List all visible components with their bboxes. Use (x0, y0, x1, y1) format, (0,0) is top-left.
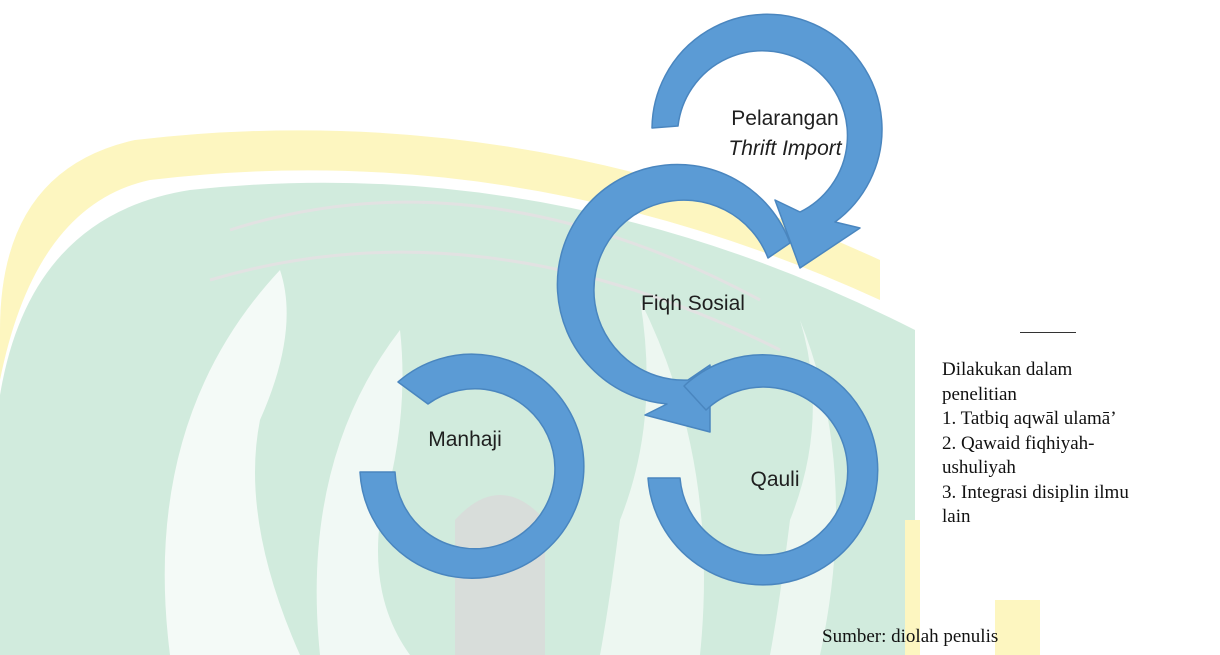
notes-block: Dilakukan dalam penelitian 1. Tatbiq aqw… (942, 358, 1212, 530)
notes-heading-line1: Dilakukan dalam (942, 358, 1212, 383)
notes-item-2-line2: ushuliyah (942, 456, 1212, 481)
node-top-line1: Pelarangan (690, 104, 880, 134)
source-caption: Sumber: diolah penulis (822, 626, 998, 648)
node-middle-label: Fiqh Sosial (618, 292, 768, 316)
node-left-label: Manhaji (410, 428, 520, 452)
notes-divider (1020, 332, 1076, 333)
node-right-label: Qauli (735, 468, 815, 492)
node-top-label: Pelarangan Thrift Import (690, 104, 880, 164)
notes-item-1: 1. Tatbiq aqwāl ulamā’ (942, 407, 1212, 432)
node-top-line2: Thrift Import (690, 134, 880, 164)
notes-item-2-line1: 2. Qawaid fiqhiyah- (942, 432, 1212, 457)
notes-item-3-line2: lain (942, 505, 1212, 530)
notes-heading-line2: penelitian (942, 383, 1212, 408)
notes-item-3-line1: 3. Integrasi disiplin ilmu (942, 481, 1212, 506)
watermark-edge-strip-source (995, 600, 1040, 655)
